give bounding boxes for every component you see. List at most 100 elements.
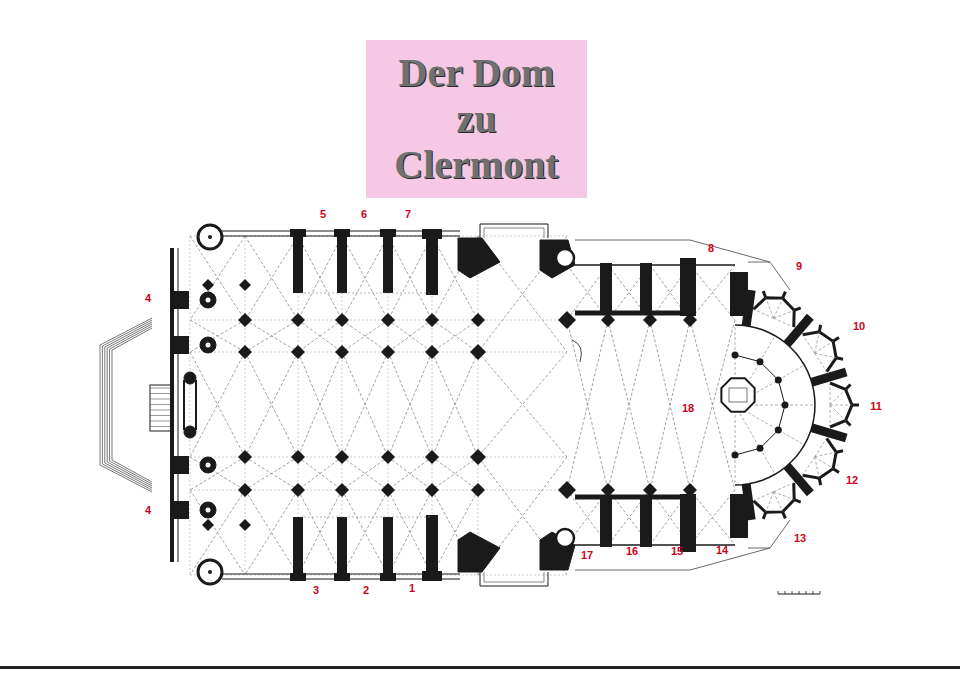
stair-tower — [198, 225, 222, 249]
column-core — [206, 298, 211, 303]
vault-rib — [567, 320, 608, 490]
vault-rib — [774, 318, 794, 327]
wall-line — [150, 426, 172, 427]
pier — [601, 313, 615, 327]
vault-rib — [300, 517, 430, 518]
vault-rib — [342, 490, 388, 575]
vault-rib — [298, 490, 342, 575]
wall-mass — [242, 317, 249, 324]
wall-mass — [474, 453, 482, 461]
vault-rib — [478, 236, 479, 575]
vault-rib — [190, 320, 245, 352]
transept-buttress — [458, 238, 500, 278]
wall-line — [778, 591, 779, 594]
callout-holder: 17 — [581, 545, 593, 563]
vault-rib — [298, 490, 342, 575]
vault-rib — [388, 352, 432, 457]
vault-rib — [190, 236, 567, 237]
wall-mass — [171, 336, 189, 354]
callout-number: 15 — [671, 545, 683, 557]
wall-mass — [429, 317, 436, 324]
porch-step — [102, 320, 152, 490]
vault-rib — [245, 320, 298, 352]
pier — [643, 483, 657, 497]
wall-mass — [383, 229, 393, 293]
column — [200, 457, 216, 473]
wall-line — [575, 495, 692, 500]
vault-rib — [298, 352, 342, 457]
vault-rib — [300, 293, 430, 294]
vault-rib — [342, 457, 388, 490]
vault-rib — [388, 320, 432, 352]
hemicycle-column — [757, 445, 764, 452]
vault-rib — [342, 490, 388, 575]
pier — [381, 313, 395, 327]
pier — [425, 450, 439, 464]
wall-line — [852, 404, 859, 407]
radiating-chapel — [803, 438, 837, 478]
wall-mass — [242, 487, 249, 494]
wall-mass — [380, 229, 396, 237]
porch-step — [105, 322, 152, 488]
pier — [335, 483, 349, 497]
vault-rib — [432, 457, 478, 490]
wall-line — [150, 388, 172, 389]
wall-line — [150, 415, 172, 416]
callout-number: 4 — [145, 504, 151, 516]
pier — [335, 450, 349, 464]
vault-rib — [190, 236, 245, 320]
pier — [202, 279, 214, 291]
pier — [683, 483, 697, 497]
vault-rib — [245, 490, 298, 575]
vault-rib — [735, 455, 736, 485]
wall-mass — [339, 487, 346, 494]
column — [200, 502, 216, 518]
wall-line — [746, 290, 751, 326]
transept-buttress — [458, 532, 500, 572]
vault-rib — [298, 457, 342, 490]
wall-mass — [640, 495, 652, 547]
wall-mass — [242, 282, 248, 288]
wall-line — [150, 421, 172, 422]
wall-mass — [687, 487, 694, 494]
wall-line — [787, 466, 810, 493]
pier — [601, 483, 615, 497]
wall-mass — [171, 291, 189, 309]
wall-mass — [339, 454, 346, 461]
callout-number: 2 — [363, 584, 369, 596]
wall-mass — [475, 487, 482, 494]
wall-mass — [563, 316, 572, 325]
portal — [484, 572, 544, 582]
wall-mass — [680, 494, 696, 552]
wall-line — [150, 393, 172, 394]
vault-rib — [778, 365, 804, 380]
title: Der Dom zu Clermont — [381, 50, 573, 188]
vault-rib — [388, 490, 432, 575]
wall-line — [794, 500, 801, 503]
transept-buttress — [540, 240, 575, 278]
vault-rib — [766, 298, 774, 319]
callout-holder: 12 — [846, 470, 858, 488]
column — [200, 292, 216, 308]
wall-line — [813, 591, 814, 594]
wall-mass — [475, 317, 482, 324]
vault-rib — [690, 490, 735, 545]
vault-rib — [774, 492, 783, 512]
page-rule — [0, 666, 960, 669]
vault-rib — [774, 298, 783, 318]
vault-rib — [388, 320, 432, 352]
pier — [471, 483, 485, 497]
wall-mass — [385, 454, 392, 461]
pier — [471, 313, 485, 327]
wall-mass — [680, 258, 696, 316]
vault-rib — [830, 405, 846, 421]
vault-rib — [432, 320, 478, 352]
vault-rib — [830, 383, 831, 405]
callout-holder: 9 — [796, 256, 802, 274]
vault-rib — [342, 236, 388, 320]
wall-mass — [687, 317, 694, 324]
vault-rib — [342, 320, 388, 352]
vault-rib — [342, 236, 388, 320]
wall-mass — [605, 487, 612, 494]
vault-rib — [298, 236, 342, 320]
